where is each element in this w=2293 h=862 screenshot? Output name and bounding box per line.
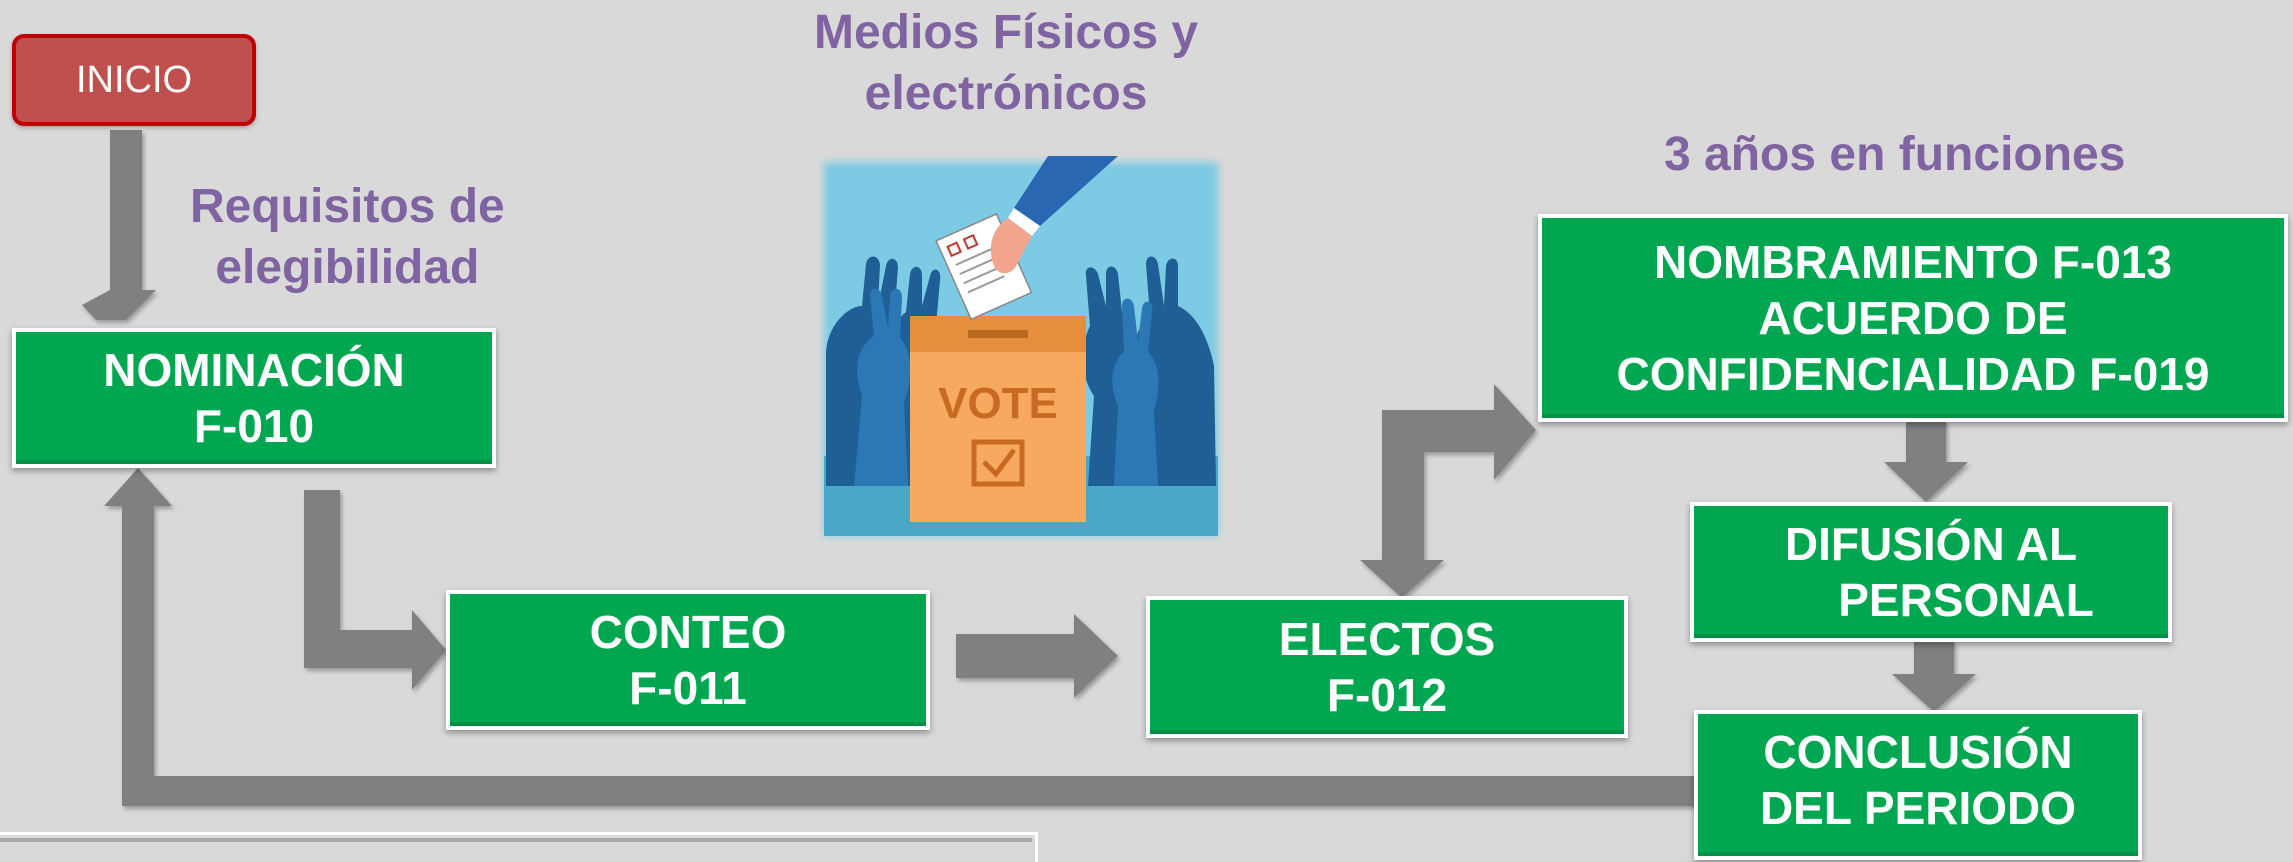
arrow-appointment-to-diffusion [1884, 420, 1968, 502]
step-nomination-code: F-010 [193, 400, 315, 452]
step-diffusion: DIFUSIÓN AL PERSONAL [1690, 502, 2172, 642]
media-label: Medios Físicos y electrónicos [814, 2, 1198, 125]
step-count-code: F-011 [629, 662, 747, 714]
arrow-count-to-elected [956, 614, 1118, 698]
step-elected-title: ELECTOS [1278, 612, 1496, 665]
ballot-box [910, 352, 1086, 522]
requirements-label-line-2: elegibilidad [215, 241, 480, 295]
start-node: INICIO [12, 34, 256, 126]
term-label: 3 años en funciones [1664, 128, 2126, 181]
step-conclusion-line-2: DEL PERIODO [1759, 782, 2077, 835]
ballot-box-text: VOTE [938, 379, 1058, 428]
footer-frame [0, 832, 1038, 862]
media-label-line-2: electrónicos [864, 67, 1148, 121]
arrow-nomination-to-count [304, 490, 446, 690]
arrow-elected-to-appointment [1360, 384, 1536, 598]
step-diffusion-line-1: DIFUSIÓN AL [1784, 517, 2078, 570]
vote-illustration: VOTE [824, 156, 1218, 536]
step-appointment-line-3: CONFIDENCIALIDAD F-019 [1616, 348, 2210, 401]
step-diffusion-line-2: PERSONAL [1838, 574, 2094, 626]
requirements-label-line-1: Requisitos de [190, 180, 505, 233]
step-nomination-title: NOMINACIÓN [103, 343, 405, 396]
step-appointment: NOMBRAMIENTO F-013 ACUERDO DE CONFIDENCI… [1538, 214, 2288, 422]
voter-hand-icon [990, 156, 1118, 274]
media-label-line-1: Medios Físicos y [814, 6, 1199, 59]
step-conclusion-line-1: CONCLUSIÓN [1763, 726, 2073, 778]
arrow-diffusion-to-conclusion [1892, 640, 1976, 712]
step-nomination: NOMINACIÓN F-010 [12, 328, 496, 468]
step-appointment-line-1: NOMBRAMIENTO F-013 [1654, 235, 2172, 288]
step-appointment-line-2: ACUERDO DE [1758, 291, 2068, 344]
step-elected: ELECTOS F-012 [1146, 596, 1628, 738]
step-elected-code: F-012 [1326, 669, 1448, 721]
step-count: CONTEO F-011 [446, 590, 930, 730]
arrow-start-to-nomination [82, 130, 156, 320]
step-count-title: CONTEO [589, 605, 787, 658]
requirements-label: Requisitos de elegibilidad [190, 176, 505, 299]
step-conclusion: CONCLUSIÓN DEL PERIODO [1694, 710, 2142, 860]
start-label: INICIO [75, 58, 193, 101]
